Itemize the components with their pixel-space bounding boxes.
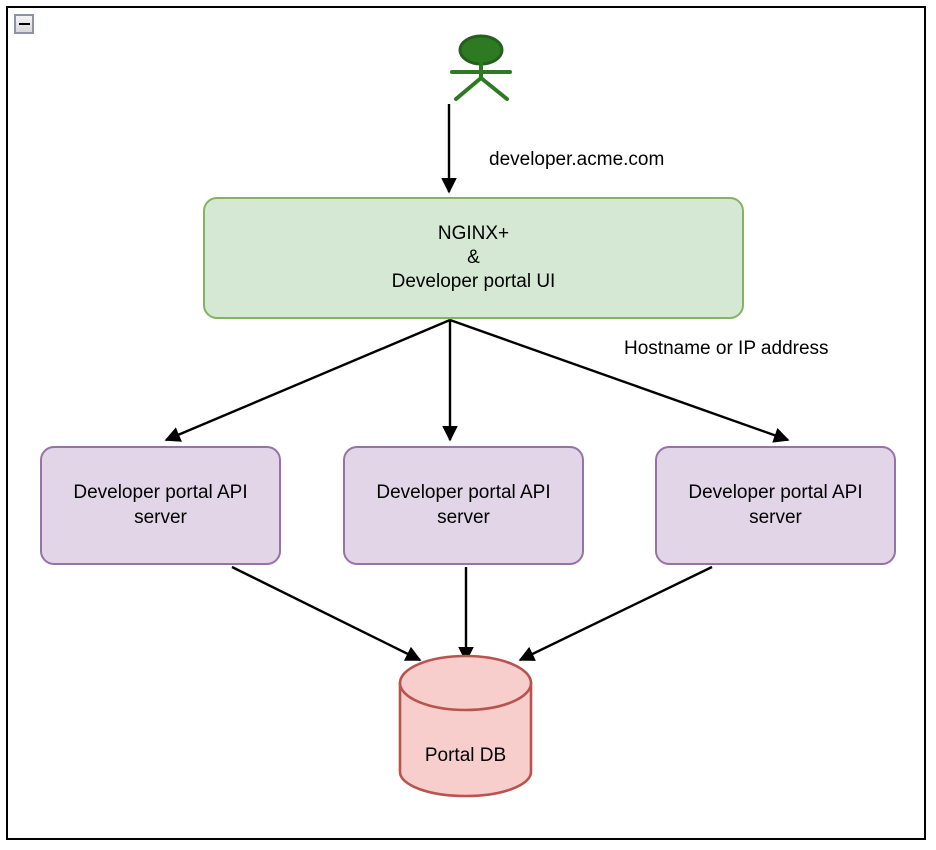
node-portal-db-label[interactable]: Portal DB — [424, 745, 507, 766]
minus-icon — [18, 23, 30, 25]
node-developer-portal-api-server-3[interactable]: Developer portal API server — [655, 446, 896, 565]
diagram-frame-border — [6, 6, 926, 840]
node-developer-portal-api-server-1[interactable]: Developer portal API server — [40, 446, 281, 565]
edge-label-hostname-or-ip-address: Hostname or IP address — [624, 338, 829, 359]
collapse-button[interactable] — [14, 14, 34, 34]
node-nginx-developer-portal-ui[interactable]: NGINX+ & Developer portal UI — [203, 197, 744, 319]
edge-label-developer-acme-com: developer.acme.com — [489, 149, 665, 170]
node-developer-portal-api-server-2[interactable]: Developer portal API server — [343, 446, 584, 565]
